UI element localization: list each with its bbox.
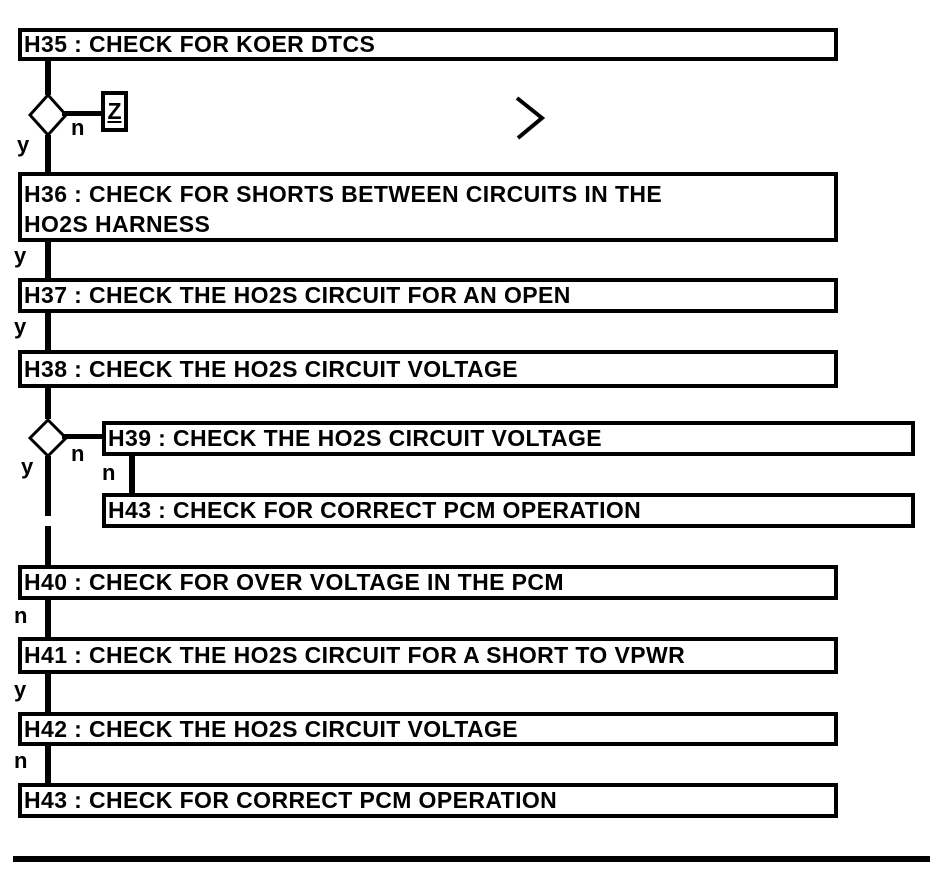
flow-box-h38: H38 : CHECK THE HO2S CIRCUIT VOLTAGE xyxy=(18,350,838,388)
chevron-right-icon-stroke xyxy=(515,96,546,140)
flow-box-h43-bottom: H43 : CHECK FOR CORRECT PCM OPERATION xyxy=(18,783,838,818)
connector-line-h42-h43b xyxy=(45,746,51,783)
flow-box-h35-label: H35 : CHECK FOR KOER DTCS xyxy=(24,31,376,57)
connector-line-h40-h41 xyxy=(45,600,51,637)
flow-box-h35: H35 : CHECK FOR KOER DTCS xyxy=(18,28,838,61)
branch-label-yes-1: y xyxy=(17,132,30,157)
flow-box-h40-label: H40 : CHECK FOR OVER VOLTAGE IN THE PCM xyxy=(24,569,564,595)
flow-box-h39-label: H39 : CHECK THE HO2S CIRCUIT VOLTAGE xyxy=(108,425,603,451)
connector-line-diamond2-h39 xyxy=(62,434,102,439)
branch-label-no-5: n xyxy=(14,748,28,773)
flow-box-h38-label: H38 : CHECK THE HO2S CIRCUIT VOLTAGE xyxy=(24,355,519,382)
flow-box-h43-upper-label: H43 : CHECK FOR CORRECT PCM OPERATION xyxy=(108,497,642,523)
flow-box-h40: H40 : CHECK FOR OVER VOLTAGE IN THE PCM xyxy=(18,565,838,600)
branch-label-no-2: n xyxy=(71,441,85,466)
branch-label-yes-2: y xyxy=(14,243,27,268)
branch-label-no-3: n xyxy=(102,460,116,485)
flow-box-h43-upper: H43 : CHECK FOR CORRECT PCM OPERATION xyxy=(102,493,915,528)
branch-label-yes-5: y xyxy=(14,677,27,702)
flow-box-h42-label: H42 : CHECK THE HO2S CIRCUIT VOLTAGE xyxy=(24,715,519,742)
footer-divider-rule xyxy=(13,856,930,862)
connector-line-diamond1-z xyxy=(62,111,103,116)
connector-line-h36-h37 xyxy=(45,242,51,278)
flow-box-h36-label-line1: H36 : CHECK FOR SHORTS BETWEEN CIRCUITS … xyxy=(24,181,663,207)
flow-box-h37-label: H37 : CHECK THE HO2S CIRCUIT FOR AN OPEN xyxy=(24,282,571,308)
connector-line-diamond1-h36 xyxy=(45,135,51,172)
branch-label-yes-4: y xyxy=(21,454,34,479)
connector-line-h39-h43a xyxy=(129,456,135,493)
decision-diamond-1-shape xyxy=(28,93,68,137)
flow-box-h41: H41 : CHECK THE HO2S CIRCUIT FOR A SHORT… xyxy=(18,637,838,674)
branch-label-yes-3: y xyxy=(14,314,27,339)
chevron-right-icon xyxy=(515,96,546,140)
flow-box-h41-label: H41 : CHECK THE HO2S CIRCUIT FOR A SHORT… xyxy=(24,642,686,668)
connector-line-h37-h38 xyxy=(45,313,51,350)
flow-box-h39: H39 : CHECK THE HO2S CIRCUIT VOLTAGE xyxy=(102,421,915,456)
decision-diamond-2-shape xyxy=(28,418,68,458)
flow-box-h36: H36 : CHECK FOR SHORTS BETWEEN CIRCUITS … xyxy=(18,172,838,242)
branch-label-no-1: n xyxy=(71,115,85,140)
connector-line-h35-diamond1 xyxy=(45,61,51,95)
flow-box-h42: H42 : CHECK THE HO2S CIRCUIT VOLTAGE xyxy=(18,712,838,746)
offpage-connector-z: Z xyxy=(101,91,128,132)
flow-box-h36-label-line2: HO2S HARNESS xyxy=(24,211,211,237)
flow-box-h43-bottom-label: H43 : CHECK FOR CORRECT PCM OPERATION xyxy=(24,787,558,813)
connector-line-h38-diamond2 xyxy=(45,388,51,419)
branch-label-no-4: n xyxy=(14,603,28,628)
offpage-connector-z-label: Z xyxy=(107,98,122,124)
connector-line-diamond2-h40-a xyxy=(45,456,51,516)
flow-box-h37: H37 : CHECK THE HO2S CIRCUIT FOR AN OPEN xyxy=(18,278,838,313)
connector-line-h41-h42 xyxy=(45,674,51,712)
connector-line-diamond2-h40-b xyxy=(45,526,51,565)
